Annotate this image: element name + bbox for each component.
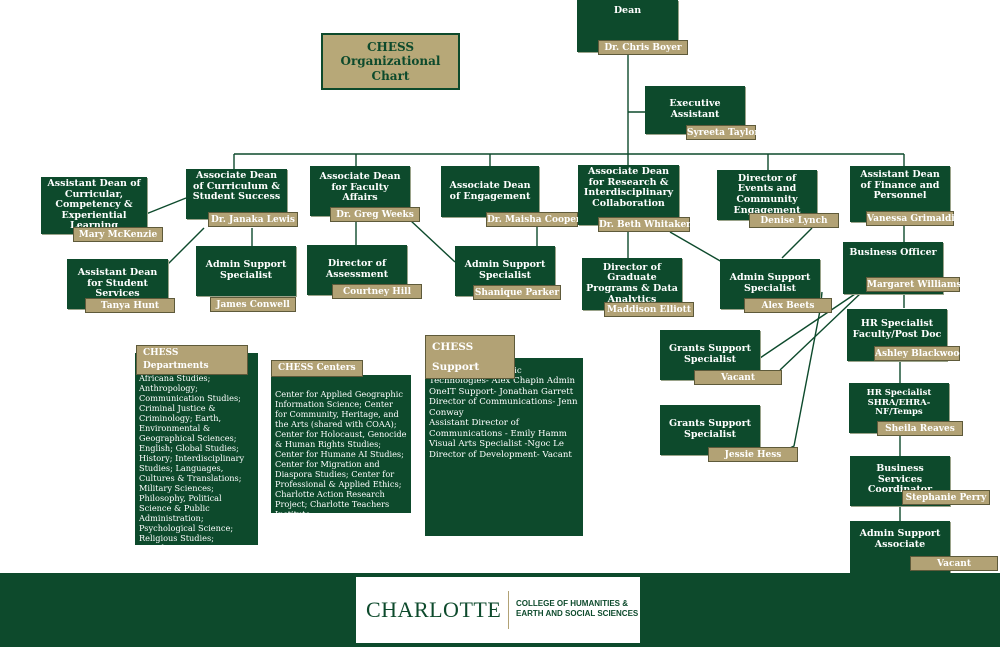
assoc-engagement-name: Dr. Maisha Cooper [486, 212, 581, 227]
chart-title-line2: Organizational Chart [340, 54, 441, 83]
director-assessment-title: Director of Assessment [325, 258, 389, 280]
departments-body: Aerospace Studies; Africana Studies; Ant… [139, 363, 245, 545]
director-events-title: Director of Events and Community Engagem… [733, 172, 801, 216]
support-line: Director of Development- Vacant [429, 449, 572, 460]
grants-hess-title: Grants Support Specialist [668, 418, 751, 440]
assoc-faculty-name: Dr. Greg Weeks [330, 207, 420, 222]
centers-panel: Center for Applied Geographic Informatio… [271, 375, 411, 519]
grants-hess-box: Grants Support Specialist [660, 405, 760, 455]
finance-dean-name: Vanessa Grimaldi [866, 211, 955, 226]
admin-parker-name: Shanique Parker [473, 285, 561, 300]
hr-faculty-title: HR Specialist Faculty/Post Doc [852, 318, 942, 340]
grants-vacant-name: Vacant [694, 370, 782, 385]
support-line: Assistant Director of Communications - E… [429, 418, 567, 439]
business-officer-name: Margaret Williams [866, 277, 961, 292]
hr-shra-title: HR Specialist SHRA/EHRA-NF/Temps [866, 388, 932, 418]
director-graduate-title: Director of Graduate Programs & Data Ana… [586, 261, 678, 305]
departments-panel: Aerospace Studies; Africana Studies; Ant… [135, 353, 258, 545]
dean-name: Dr. Chris Boyer [598, 40, 688, 55]
support-line: OneIT Support- Jonathan Garrett [429, 386, 574, 397]
executive-assistant-title: Executive Assistant [669, 98, 721, 120]
director-events-name: Denise Lynch [749, 213, 839, 228]
business-officer-title: Business Officer [849, 247, 937, 258]
curricular-dean-title: Assistant Dean of Curricular, Competency… [47, 177, 141, 232]
admin-conwell-name: James Conwell [210, 297, 296, 312]
assoc-research-box: Associate Dean for Research & Interdisci… [578, 165, 679, 225]
admin-vacant-name: Vacant [910, 556, 998, 571]
hr-faculty-name: Ashley Blackwood [874, 346, 966, 361]
chart-title: CHESS Organizational Chart [321, 33, 460, 90]
college-line1: COLLEGE OF HUMANITIES & [516, 599, 628, 608]
curricular-dean-box: Assistant Dean of Curricular, Competency… [41, 177, 147, 234]
centers-body: Center for Applied Geographic Informatio… [275, 389, 407, 519]
student-services-dean-title: Assistant Dean for Student Services [77, 267, 158, 300]
assoc-engagement-title: Associate Dean of Engagement [449, 179, 531, 202]
admin-beets-name: Alex Beets [744, 298, 832, 313]
director-assessment-name: Courtney Hill [332, 284, 422, 299]
business-services-title: Business Services Coordinator [867, 463, 933, 496]
director-graduate-box: Director of Graduate Programs & Data Ana… [582, 258, 682, 310]
logo-divider [508, 591, 509, 629]
admin-parker-title: Admin Support Specialist [464, 259, 546, 281]
admin-conwell-box: Admin Support Specialist [196, 246, 296, 296]
finance-dean-title: Assistant Dean of Finance and Personnel [860, 169, 940, 202]
grants-vacant-title: Grants Support Specialist [668, 343, 751, 365]
assoc-faculty-title: Associate Dean for Faculty Affairs [319, 171, 401, 204]
dean-title: Dean [613, 5, 642, 16]
support-panel: Director of Academic Technologies- Alex … [425, 358, 583, 536]
director-graduate-name: Maddison Elliott [604, 302, 694, 317]
departments-heading: CHESS Departments [136, 345, 248, 375]
college-name: COLLEGE OF HUMANITIES & EARTH AND SOCIAL… [516, 599, 638, 619]
assoc-engagement-box: Associate Dean of Engagement [441, 166, 539, 217]
hr-shra-name: Sheila Reaves [877, 421, 963, 436]
support-line: Director of Communications- Jenn Conway [429, 397, 578, 418]
assoc-curriculum-box: Associate Dean of Curriculum & Student S… [186, 169, 287, 219]
admin-beets-title: Admin Support Specialist [729, 272, 811, 294]
assoc-curriculum-name: Dr. Janaka Lewis [208, 212, 298, 227]
assoc-research-name: Dr. Beth Whitaker [598, 217, 691, 232]
charlotte-logo: CHARLOTTE COLLEGE OF HUMANITIES & EARTH … [356, 577, 640, 643]
centers-heading: CHESS Centers [271, 360, 363, 377]
brand-wordmark: CHARLOTTE [366, 597, 502, 622]
business-services-name: Stephanie Perry [902, 490, 990, 505]
support-line: Visual Arts Specialist -Ngoc Le [429, 439, 564, 450]
admin-vacant-title: Admin Support Associate [859, 528, 941, 550]
chart-title-line1: CHESS [366, 39, 415, 54]
support-heading: CHESS Support [425, 335, 515, 379]
college-line2: EARTH AND SOCIAL SCIENCES [516, 609, 639, 618]
admin-conwell-title: Admin Support Specialist [205, 259, 287, 281]
grants-hess-name: Jessie Hess [708, 447, 798, 462]
student-services-dean-name: Tanya Hunt [85, 298, 175, 313]
director-events-box: Director of Events and Community Engagem… [717, 170, 817, 220]
assoc-curriculum-title: Associate Dean of Curriculum & Student S… [192, 170, 281, 203]
assoc-research-title: Associate Dean for Research & Interdisci… [583, 166, 674, 209]
executive-assistant-name: Syreeta Taylor [686, 125, 759, 140]
curricular-dean-name: Mary McKenzie [73, 227, 163, 242]
